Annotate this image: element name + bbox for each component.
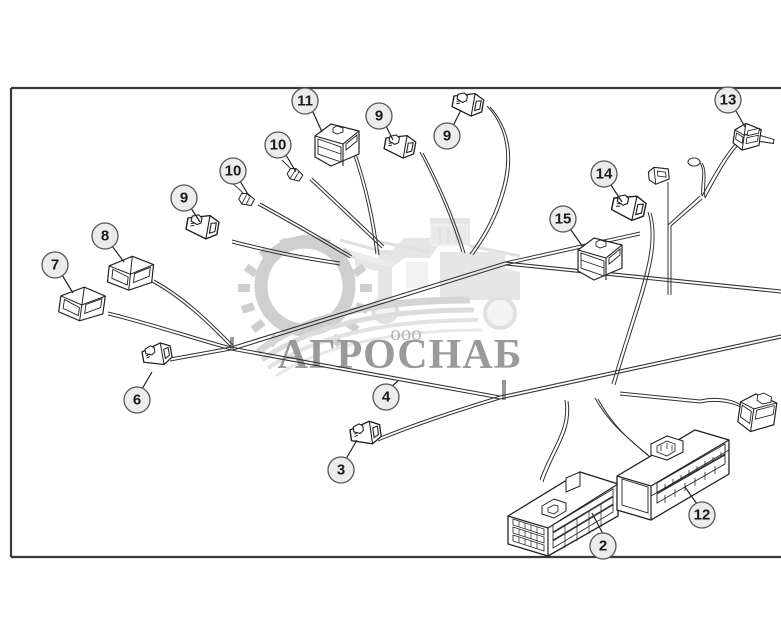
callout-14[interactable]: 14 — [590, 160, 618, 188]
watermark-ooo: ооо — [390, 321, 422, 345]
connector-8 — [106, 253, 155, 294]
callout-6[interactable]: 6 — [123, 386, 151, 414]
callout-12[interactable]: 12 — [688, 501, 716, 529]
components — [57, 89, 778, 557]
connector-3 — [348, 419, 383, 448]
callout-3[interactable]: 3 — [327, 456, 355, 484]
connector-right-edge — [737, 392, 778, 433]
callout-8[interactable]: 8 — [91, 222, 119, 250]
callout-11[interactable]: 11 — [291, 87, 319, 115]
callout-2[interactable]: 2 — [589, 532, 617, 560]
connector-9b — [382, 131, 418, 161]
connector-7 — [57, 283, 107, 325]
callout-10b[interactable]: 10 — [264, 131, 292, 159]
connector-9c — [450, 89, 486, 119]
watermark-brand: АГРОСНАБ — [278, 332, 523, 378]
callout-13[interactable]: 13 — [714, 86, 742, 114]
connector-13 — [732, 122, 775, 151]
swoosh-icon — [255, 296, 483, 378]
inline-connector-10a — [236, 190, 256, 209]
callout-7[interactable]: 7 — [41, 251, 69, 279]
connector-14 — [609, 190, 648, 224]
callout-15[interactable]: 15 — [549, 205, 577, 233]
connector-6 — [140, 340, 174, 369]
callout-9c[interactable]: 9 — [433, 122, 461, 150]
callout-4[interactable]: 4 — [372, 383, 400, 411]
plug-12 — [616, 429, 730, 521]
plug-2 — [507, 471, 619, 557]
callout-leaders — [61, 109, 746, 535]
diagram-frame — [9, 86, 781, 559]
callout-9b[interactable]: 9 — [365, 102, 393, 130]
inline-connector-10b — [285, 165, 305, 185]
connector-9a — [184, 211, 221, 242]
callout-9a[interactable]: 9 — [170, 184, 198, 212]
inline-connector-mid — [647, 166, 670, 185]
callout-10a[interactable]: 10 — [219, 157, 247, 185]
